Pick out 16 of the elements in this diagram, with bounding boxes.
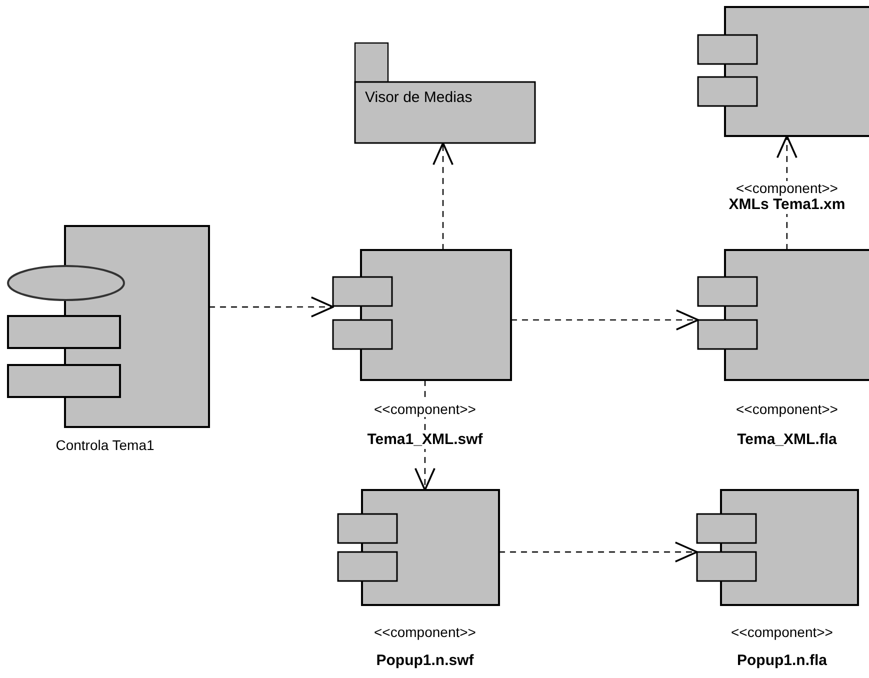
component-name: XMLs Tema1.xm (728, 197, 846, 214)
stereotype-label: <<component>> (374, 402, 476, 418)
package-name: Visor de Medias (365, 90, 472, 106)
stereotype-label: <<component>> (736, 181, 838, 196)
stereotype-label: <<component>> (374, 625, 476, 640)
component-name: Popup1.n.swf (376, 653, 474, 670)
component-name: Popup1.n.fla (737, 653, 827, 670)
dependency-arrow (432, 142, 454, 250)
stereotype-label: Controla Tema1 (56, 438, 154, 454)
component-name: Tema_XML.fla (737, 432, 837, 448)
dependency-arrow (499, 541, 698, 562)
dependency-arrow (209, 296, 334, 318)
dependency-arrow (511, 309, 699, 330)
component-name: Tema1_XML.swf (367, 432, 483, 448)
stereotype-label: <<component>> (736, 402, 838, 418)
stereotype-label: <<component>> (731, 625, 833, 640)
